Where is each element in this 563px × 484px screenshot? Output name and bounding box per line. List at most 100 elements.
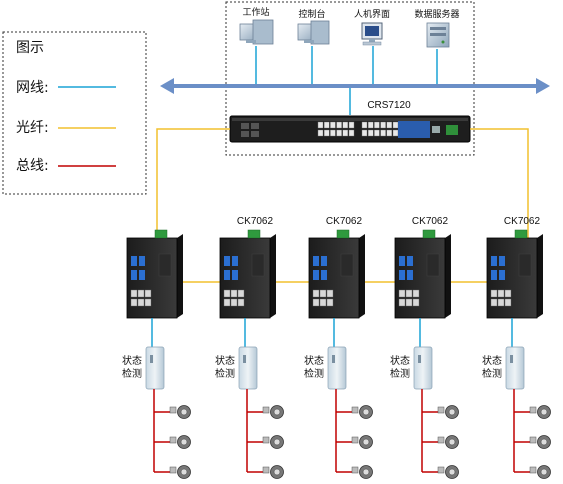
status-panel [340,253,354,277]
rj45-port [490,298,498,307]
sensor-face [540,468,548,476]
device-drops [255,46,438,115]
power-terminal [514,229,528,239]
server-icon [426,22,450,48]
legend-title: 图示 [16,40,44,56]
core-switch-sfp-ports [241,123,259,137]
rj45-port [326,289,334,298]
status-detector-led [510,355,513,363]
fiber-port [499,270,505,280]
legend-item-ethernet-label: 网线: [16,80,49,96]
rj45-port [144,289,152,298]
status-detector-led [332,355,335,363]
core-switch-mgmt-port [432,126,440,133]
core-switch-label: CRS7120 [367,100,411,111]
edge-switch-side [445,234,451,318]
sensor-stem [529,436,537,444]
sensor-stem [169,406,177,414]
rj45-port [137,289,145,298]
rj45-port [348,121,355,129]
status-panel [158,253,172,277]
edge-switch-group: CK7062 CK7062 CK7062 CK7062 [126,216,543,319]
status-detector-body [505,346,525,390]
rj45-port [137,298,145,307]
rj45-port [412,298,420,307]
rj45-port [380,129,386,137]
fiber-port [313,256,319,266]
status-detector-led [150,355,153,363]
edge-switch-label: CK7062 [237,216,274,227]
rj45-port [342,121,348,129]
fiber-port [407,270,413,280]
sensor-face [273,468,281,476]
detector-label-line2: 检测 [122,367,142,380]
fiber-port [491,270,497,280]
rj45-port [361,129,368,137]
rj45-port [405,289,413,298]
detector-label-line2: 检测 [215,367,235,380]
rj45-port [398,289,406,298]
core-switch-power-terminal [446,125,458,135]
sensor-icon [262,465,284,479]
sensor-stem [169,466,177,474]
fiber-port [407,256,413,266]
sensor-face [273,438,281,446]
console-icon [297,20,330,45]
rj45-port [497,298,505,307]
detector-label-line2: 检测 [390,367,410,380]
sensor-face [448,468,456,476]
rj45-port [324,121,330,129]
fiber-port [224,270,230,280]
rj45-port [312,298,320,307]
backbone-arrow [160,78,550,94]
edge-switch: CK7062 [486,216,543,319]
sensor-stem [437,406,445,414]
sensor-stem [351,406,359,414]
rj45-port [497,289,505,298]
rj45-port [342,129,348,137]
fiber-port [139,256,145,266]
detector-label-line1: 状态 [122,354,142,367]
status-detector-body [327,346,347,390]
sensor-face [540,408,548,416]
legend-item-fiber-label: 光纤: [16,120,49,136]
rj45-port [317,129,324,137]
rj45-port [312,289,320,298]
fiber-port [499,256,505,266]
top-device-label: 控制台 [298,8,325,20]
fiber-port [139,270,145,280]
sensor-icon [169,465,191,479]
edge-switch-label: CK7062 [504,216,541,227]
sensor-stem [169,436,177,444]
detector-label-line2: 检测 [304,367,324,380]
rj45-port [326,298,334,307]
rj45-port [361,121,368,129]
edge-switch-label: CK7062 [326,216,363,227]
edge-switch-side [537,234,543,318]
status-panel [426,253,440,277]
detector-label-line1: 状态 [304,354,324,367]
detector-label-line1: 状态 [482,354,502,367]
sensor-stem [262,406,270,414]
top-device-label: 工作站 [242,6,269,18]
status-panel [518,253,532,277]
edge-switch: CK7062 [308,216,365,319]
rj45-port [392,121,399,129]
fiber-port [313,270,319,280]
edge-switch-label: CK7062 [412,216,449,227]
rj45-port [504,298,512,307]
edge-switch [126,229,183,319]
top-device-hmi: 人机界面 [354,8,390,46]
sensor-stem [351,436,359,444]
sensor-face [180,438,188,446]
edge-switch-side [177,234,183,318]
detector-label-line2: 检测 [482,367,502,380]
rj45-port [319,298,327,307]
